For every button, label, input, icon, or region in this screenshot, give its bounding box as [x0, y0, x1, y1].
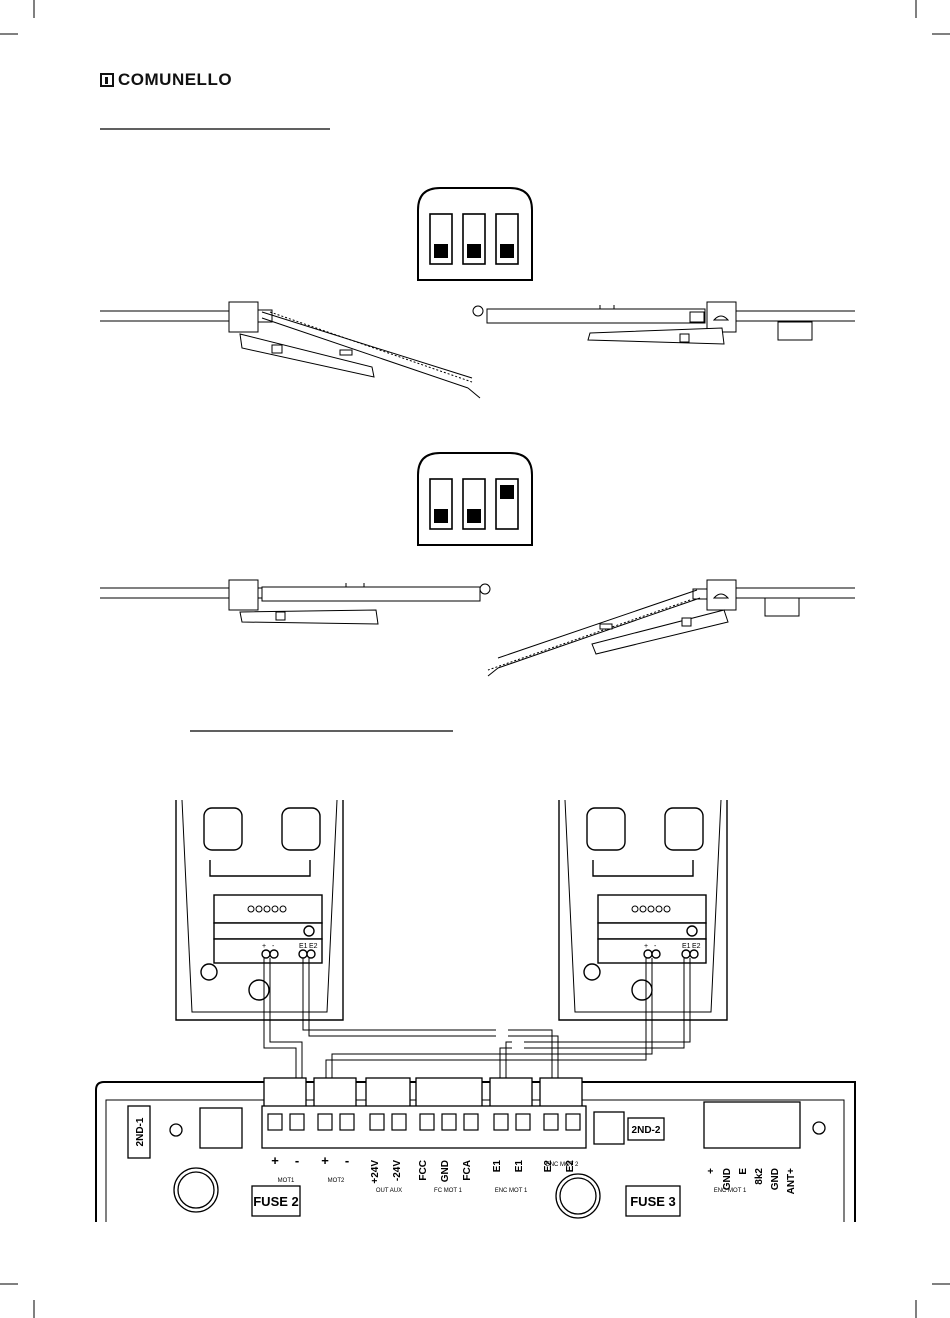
terminal-screw [544, 1114, 558, 1130]
dip-switch-top [418, 188, 532, 280]
terminal-label-enc-mot1-right-3: E [738, 1168, 749, 1175]
terminal-label-fc-mot1-3: FCA [462, 1160, 473, 1181]
terminal-screw [318, 1114, 332, 1130]
group-label-enc-mot1-right: ENC MOT 1 [714, 1188, 747, 1194]
motor-left-e2-label: E2 [309, 943, 318, 950]
terminal-label-right-block-2: GND [770, 1168, 781, 1190]
wiring [264, 958, 690, 1078]
group-label-out-aux: OUT AUX [376, 1188, 402, 1194]
terminal-label-enc-mot1-right-2: GND [722, 1168, 733, 1190]
dip-switch-lever-3 [500, 244, 514, 258]
dip-switch-lever-2 [467, 509, 481, 523]
terminal-screw [442, 1114, 456, 1130]
terminal-screw [290, 1114, 304, 1130]
terminal-label-mot1-2: - [295, 1153, 299, 1168]
terminal-label-right-block-3: ANT+ [786, 1168, 797, 1195]
terminal-label-fc-mot1-2: GND [440, 1160, 451, 1182]
motor-housing-right [559, 800, 727, 1020]
dip-switch-lever-2 [467, 244, 481, 258]
motor-right-e2-label: E2 [692, 943, 701, 950]
terminal-screw [392, 1114, 406, 1130]
terminal-screw [268, 1114, 282, 1130]
control-board [96, 1078, 855, 1222]
terminal-label-fc-mot1-1: FCC [418, 1160, 429, 1181]
section-2nd-2-label: 2ND-2 [632, 1125, 661, 1136]
fuse-2-label: FUSE 2 [253, 1194, 299, 1209]
section-2nd-1-label: 2ND-1 [135, 1117, 146, 1146]
dip-switch-lever-3 [500, 485, 514, 499]
terminal-label-enc-mot1-2: E1 [514, 1160, 525, 1173]
group-label-fc-mot1: FC MOT 1 [434, 1188, 463, 1194]
left-pillar [229, 302, 258, 332]
motor-right-e1-label: E1 [682, 943, 691, 950]
motor-right-plus-label: + [644, 943, 648, 950]
terminal-label-mot2-1: + [321, 1153, 329, 1168]
terminal-screw [420, 1114, 434, 1130]
dip-switch-lever-1 [434, 244, 448, 258]
terminal-screw [494, 1114, 508, 1130]
terminal-label-enc-mot1-right-1: + [706, 1168, 717, 1174]
right-motor-arm [588, 328, 724, 344]
group-label-mot1: MOT1 [278, 1178, 295, 1184]
dip-switch-lever-1 [434, 509, 448, 523]
terminal-screw [340, 1114, 354, 1130]
terminal-label-out-aux-1: +24V [370, 1160, 381, 1184]
motor-left-plus-label: + [262, 943, 266, 950]
terminal-label-enc-mot1-1: E1 [492, 1160, 503, 1173]
group-label-enc-mot2: ENC MOT 2 [546, 1162, 579, 1168]
terminal-label-mot1-1: + [271, 1153, 279, 1168]
motor-housing-left [176, 800, 343, 1020]
terminal-label-right-block-1: 8k2 [754, 1168, 765, 1185]
terminal-label-out-aux-2: -24V [392, 1160, 403, 1181]
gate-scene-top [100, 302, 855, 398]
fuse-3-label: FUSE 3 [630, 1194, 676, 1209]
terminal-screw [516, 1114, 530, 1130]
terminal-screw [464, 1114, 478, 1130]
motor-left-e1-label: E1 [299, 943, 308, 950]
dip-switch-bottom [418, 453, 532, 545]
terminal-screw [566, 1114, 580, 1130]
group-label-mot2: MOT2 [328, 1178, 345, 1184]
terminal-label-mot2-2: - [345, 1153, 349, 1168]
group-label-enc-mot1: ENC MOT 1 [495, 1188, 528, 1194]
terminal-screw [370, 1114, 384, 1130]
gate-scene-bottom [100, 580, 855, 676]
